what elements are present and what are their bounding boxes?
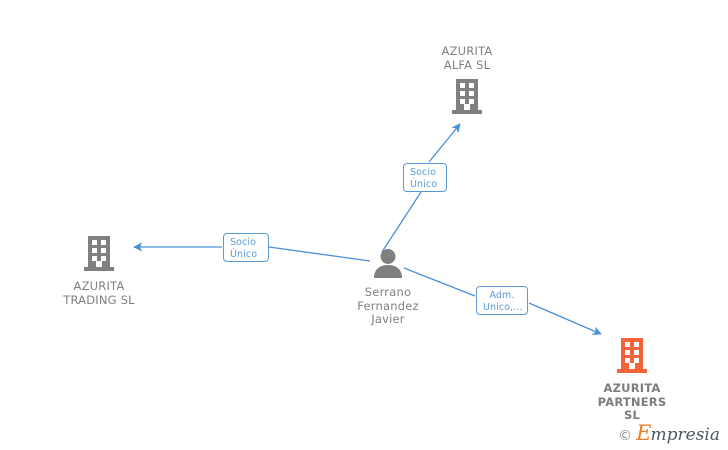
building-icon <box>616 336 648 378</box>
node-serrano-fernandez-javier-label: Serrano Fernandez Javier <box>357 285 419 326</box>
copyright-icon: © <box>618 428 633 444</box>
building-icon <box>451 77 483 119</box>
node-azurita-trading-label: AZURITA TRADING SL <box>63 279 135 307</box>
edge-label-adm-unico-partners[interactable]: Adm. Unico,... <box>476 286 528 315</box>
node-azurita-partners-label: AZURITA PARTNERS SL <box>597 381 667 422</box>
edge-label-socio-unico-trading[interactable]: Socio Único <box>223 233 269 262</box>
brand-initial: E <box>636 421 652 445</box>
node-azurita-alfa[interactable]: AZURITA ALFA SL <box>397 44 537 119</box>
person-icon <box>371 248 405 282</box>
node-serrano-fernandez-javier[interactable]: Serrano Fernandez Javier <box>318 248 458 327</box>
node-azurita-partners[interactable]: AZURITA PARTNERS SL <box>562 336 702 423</box>
building-icon <box>83 234 115 276</box>
brand-name: mpresia <box>650 425 721 445</box>
edge-label-socio-unico-alfa[interactable]: Socio Único <box>403 163 447 192</box>
empresia-watermark: © E mpresia <box>618 423 720 444</box>
node-azurita-trading[interactable]: AZURITA TRADING SL <box>29 234 169 307</box>
node-azurita-alfa-label: AZURITA ALFA SL <box>441 44 493 72</box>
